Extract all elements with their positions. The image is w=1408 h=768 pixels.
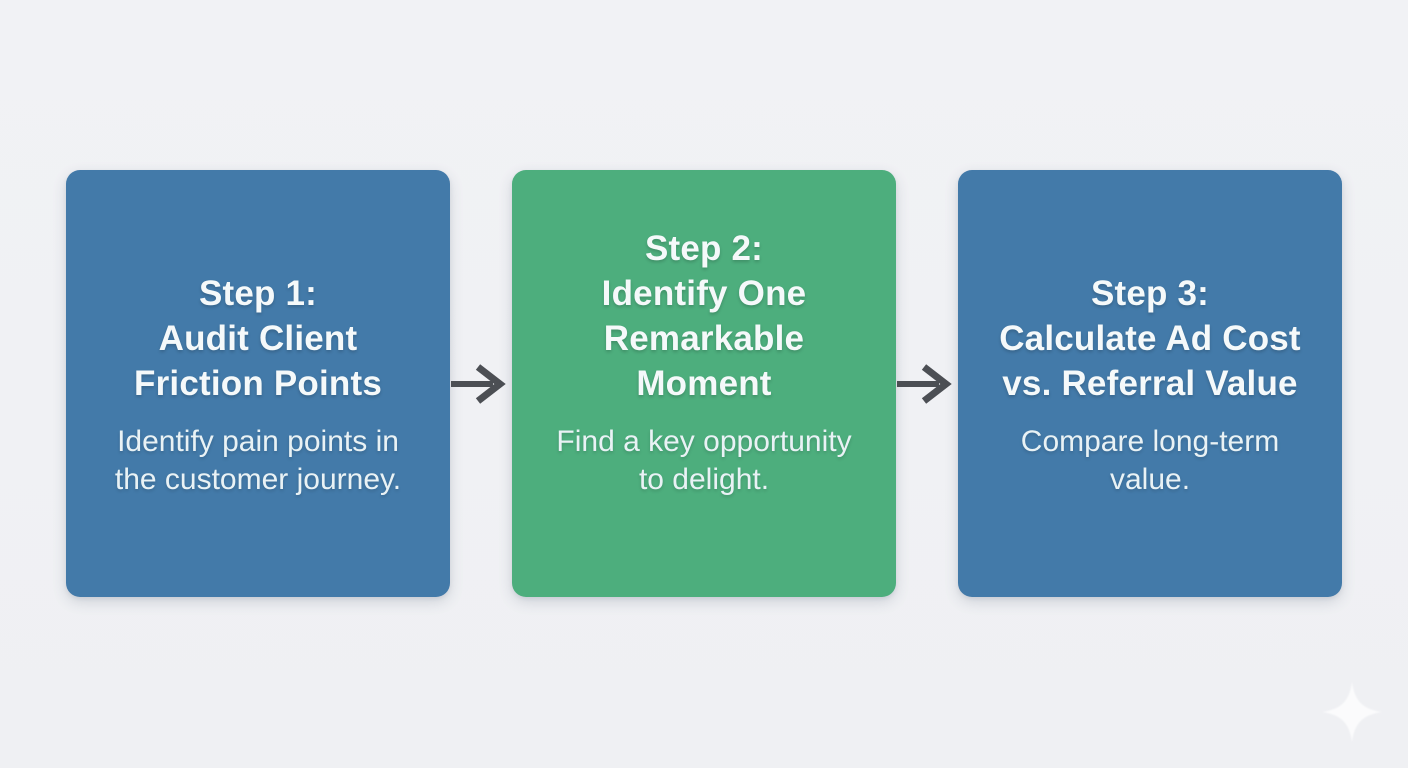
step-1-description: Identify pain points in the customer jou… — [114, 425, 402, 496]
step-1-title: Step 1: Audit Client Friction Points — [134, 274, 382, 403]
arrow-right-icon — [897, 363, 952, 404]
sparkle-icon — [1322, 682, 1382, 742]
step-2-description: Find a key opportunity to delight. — [556, 425, 852, 496]
step-card-2: Step 2: Identify One Remarkable Moment F… — [512, 170, 896, 597]
step-card-1: Step 1: Audit Client Friction Points Ide… — [66, 170, 450, 597]
arrow-right-icon — [451, 363, 506, 404]
step-2-title: Step 2: Identify One Remarkable Moment — [601, 229, 807, 403]
connector-1 — [450, 170, 512, 597]
step-card-3: Step 3: Calculate Ad Cost vs. Referral V… — [958, 170, 1342, 597]
step-3-description: Compare long-term value. — [1020, 425, 1280, 496]
connector-2 — [896, 170, 958, 597]
step-3-title: Step 3: Calculate Ad Cost vs. Referral V… — [999, 274, 1301, 403]
steps-row: Step 1: Audit Client Friction Points Ide… — [66, 170, 1342, 597]
